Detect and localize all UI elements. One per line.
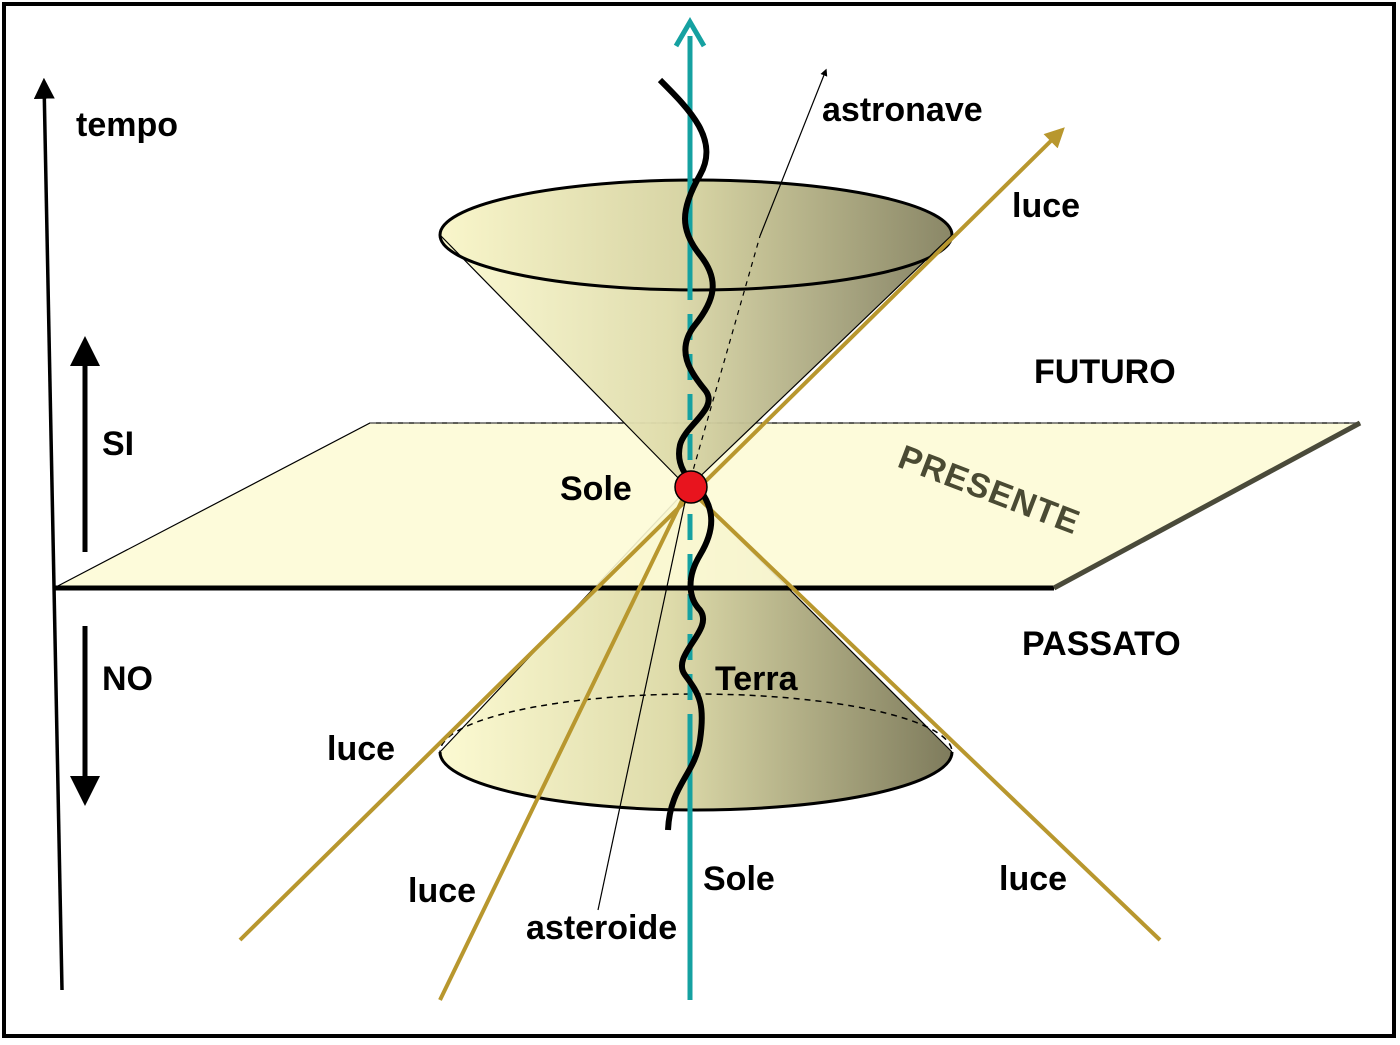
yes-label: SI bbox=[102, 425, 135, 463]
light-label-left: luce bbox=[327, 730, 396, 768]
light-ray-right bbox=[686, 486, 1162, 942]
spaceship-label: astronave bbox=[822, 91, 983, 129]
past-label: PASSATO bbox=[1022, 625, 1181, 663]
light-label-bottom-left: luce bbox=[408, 872, 477, 910]
no-label: NO bbox=[102, 660, 153, 698]
asteroid-label: asteroide bbox=[526, 909, 678, 947]
future-label: FUTURO bbox=[1034, 353, 1176, 391]
light-rays bbox=[238, 127, 1162, 1001]
asteroid-worldline bbox=[597, 68, 828, 911]
time-axis bbox=[33, 77, 64, 991]
earth-worldline bbox=[657, 77, 716, 831]
light-ray-left bbox=[438, 487, 690, 1001]
earth-label: Terra bbox=[715, 660, 798, 698]
light-label-top-right: luce bbox=[1012, 187, 1081, 225]
sun-event-label: Sole bbox=[560, 470, 632, 508]
light-ray-main bbox=[238, 127, 1065, 942]
time-axis-label: tempo bbox=[76, 106, 178, 144]
light-label-bottom-right: luce bbox=[999, 860, 1068, 898]
sun-worldline-label: Sole bbox=[703, 860, 775, 898]
sun-event-dot bbox=[674, 470, 708, 504]
